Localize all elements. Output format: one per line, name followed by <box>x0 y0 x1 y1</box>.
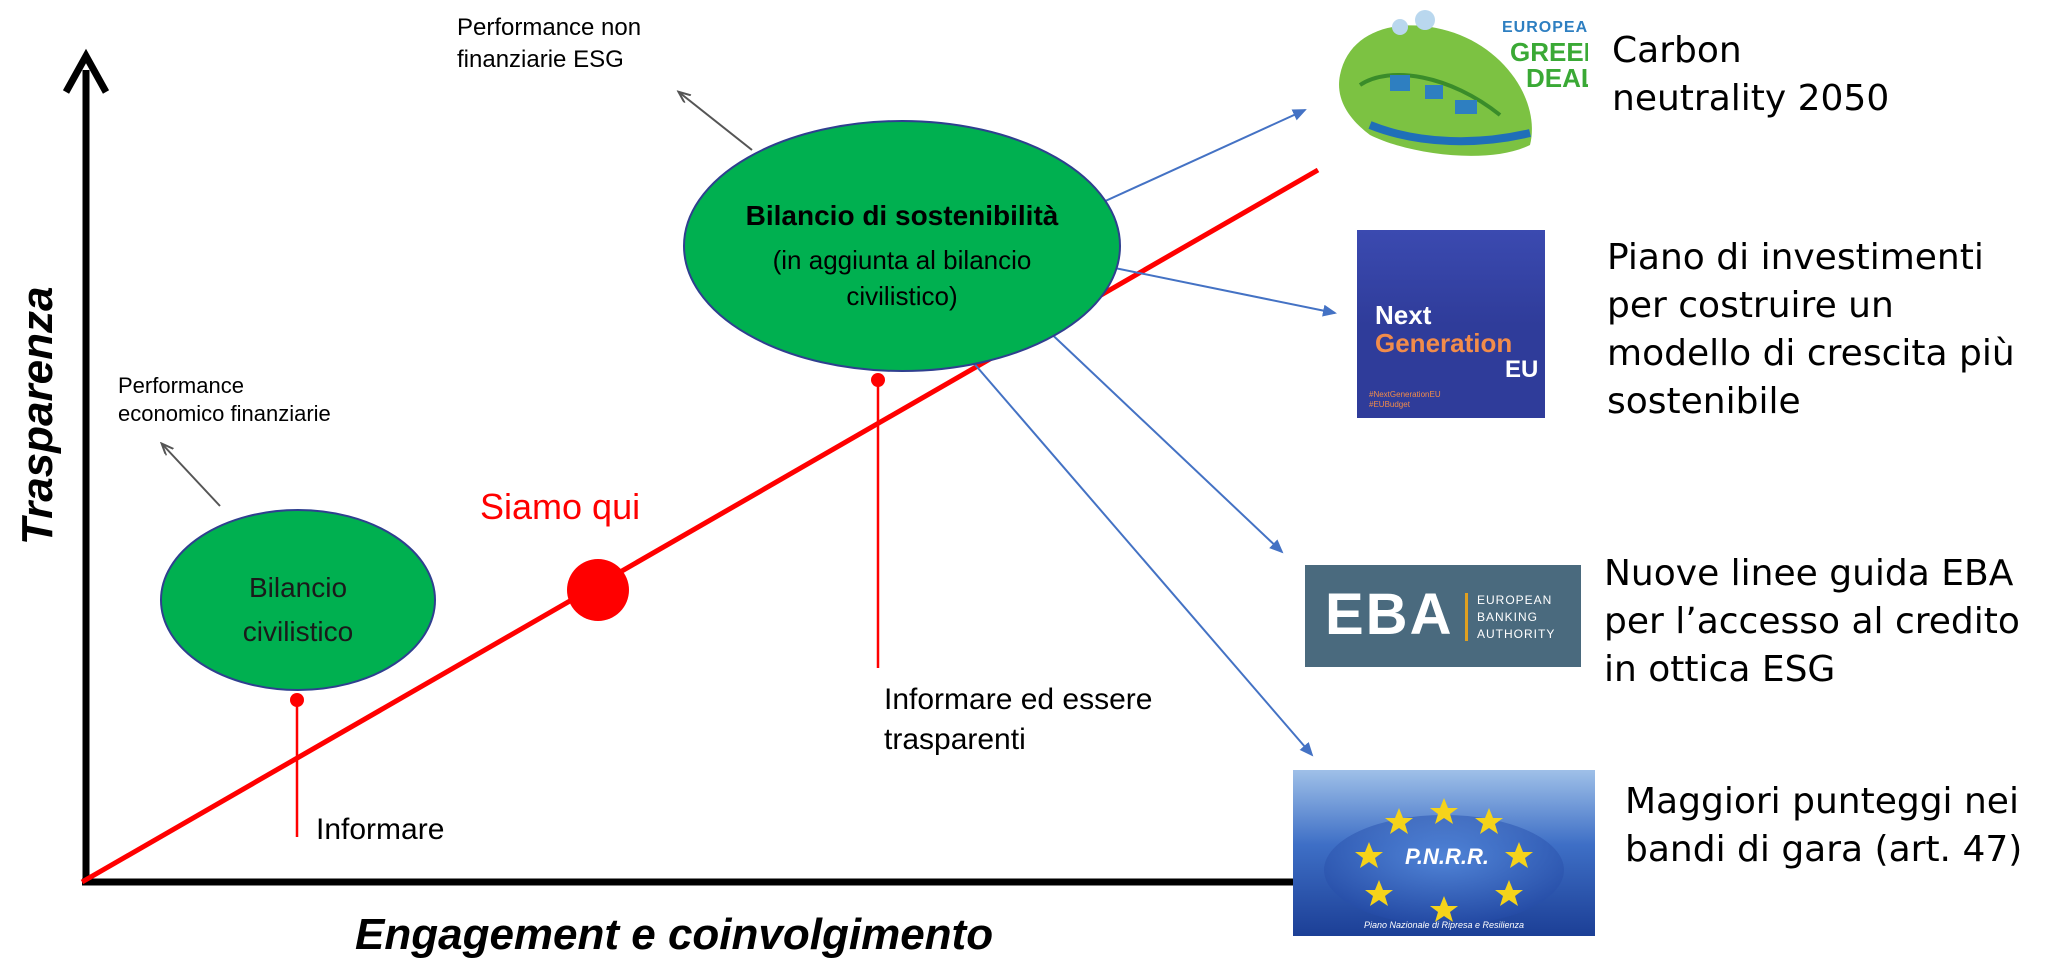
annotation-economic-performance: Performance economico finanziarie <box>118 373 331 426</box>
current-position-dot <box>567 559 629 621</box>
outcome-text-next-generation: Piano di investimenti per costruire un m… <box>1607 237 2015 422</box>
marker-label-trasparenti: Informare ed essere trasparenti <box>884 683 1153 756</box>
annotation-arrow-esg <box>680 93 753 151</box>
trend-line <box>80 167 1320 885</box>
arrow-to-next-generation <box>1099 264 1337 317</box>
eba-divider <box>1465 593 1468 641</box>
logo-eba: EBA EUROPEAN BANKING AUTHORITY <box>1305 565 1581 667</box>
oval-bilancio-sostenibilita <box>683 120 1121 372</box>
green-deal-leaf-icon <box>1339 10 1532 156</box>
marker-dot-informare <box>290 693 304 707</box>
pnrr-eu-stars-icon <box>1324 798 1564 925</box>
nextgen-text-3: EU <box>1505 356 1539 383</box>
outcome-text-green-deal: Carbon neutrality 2050 <box>1612 30 1890 119</box>
oval-bilancio-civilistico <box>160 509 436 691</box>
x-axis-label: Engagement e coinvolgimento <box>355 910 994 959</box>
current-position-label: Siamo qui <box>480 486 641 527</box>
eba-text-3: AUTHORITY <box>1477 627 1556 641</box>
nextgen-hashtags: #NextGenerationEU #EUBudget <box>1369 390 1441 409</box>
outcome-text-pnrr: Maggiori punteggi nei bandi di gara (art… <box>1625 781 2023 870</box>
arrow-to-green-deal <box>1089 109 1307 209</box>
oval-title-sostenibilita: Bilancio di sostenibilità <box>745 200 1059 231</box>
y-axis-label: Trasparenza <box>13 286 62 545</box>
arrow-to-eba <box>1041 324 1284 554</box>
nextgen-text-2: Generation <box>1375 328 1513 358</box>
green-deal-text-3: DEAL <box>1526 63 1588 93</box>
logo-european-green-deal: EUROPEAN GREEN DEAL <box>1330 5 1588 165</box>
eba-text-2: BANKING <box>1477 610 1539 624</box>
oval-subtitle-sostenibilita: (in aggiunta al bilancio civilistico) <box>772 245 1032 311</box>
annotation-esg-performance: Performance non finanziarie ESG <box>457 14 642 73</box>
green-deal-text-1: EUROPEAN <box>1502 19 1588 36</box>
pnrr-text-main: P.N.R.R. <box>1405 844 1489 869</box>
logo-next-generation-eu: Next Generation EU #NextGenerationEU #EU… <box>1357 230 1545 418</box>
outcome-text-eba: Nuove linee guida EBA per l’accesso al c… <box>1604 553 2020 690</box>
pnrr-text-sub: Piano Nazionale di Ripresa e Resilienza <box>1363 920 1525 930</box>
green-deal-text-2: GREEN <box>1510 37 1588 67</box>
marker-label-informare: Informare <box>316 813 445 846</box>
nextgen-photo-area <box>1357 230 1545 325</box>
annotation-arrow-economic <box>163 445 221 507</box>
nextgen-text-1: Next <box>1375 300 1432 330</box>
marker-dot-trasparenti <box>871 373 885 387</box>
eba-text-1: EUROPEAN <box>1477 593 1553 607</box>
eba-text-main: EBA <box>1325 582 1454 647</box>
arrow-to-pnrr <box>964 352 1314 757</box>
y-axis-arrowhead <box>62 48 110 94</box>
logo-pnrr: P.N.R.R. Piano Nazionale di Ripresa e Re… <box>1293 770 1595 936</box>
oval-label-civilistico: Bilancio civilistico <box>242 572 354 647</box>
